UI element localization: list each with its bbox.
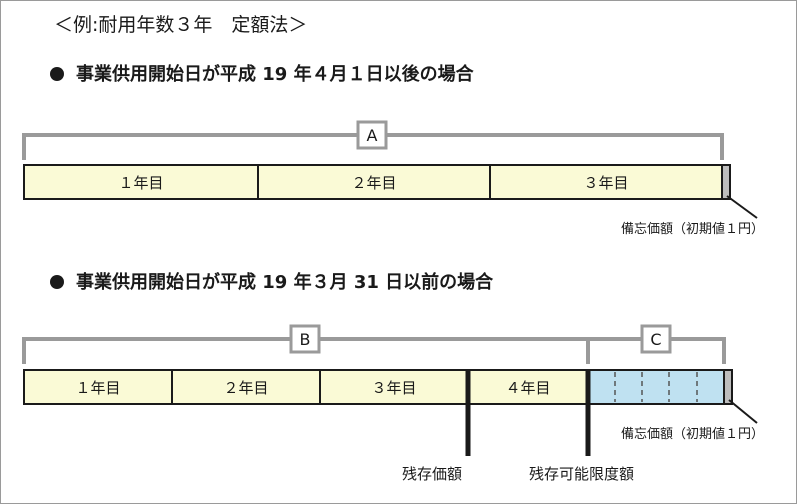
bracket-c-label: C <box>650 330 661 349</box>
memo-value-note-1: 備忘価額（初期値１円） <box>621 222 765 237</box>
year-label: ２年目 <box>223 379 268 397</box>
memo-value-cell <box>721 164 731 200</box>
residual-value-label: 残存価額 <box>402 465 463 483</box>
year-cell <box>467 369 589 405</box>
section2-heading: 事業供用開始日が平成 19 年３月 31 日以前の場合 <box>50 268 493 294</box>
bracket-c: C <box>586 324 726 364</box>
bracket-a-label-box <box>356 120 388 150</box>
bracket-b-label: B <box>300 330 311 349</box>
bracket-b-label-box <box>289 324 321 354</box>
extension-cell <box>587 369 725 405</box>
year-bar-1: １年目 ２年目 ３年目 <box>23 164 758 219</box>
memo-value-note-2: 備忘価額（初期値１円） <box>621 427 765 442</box>
section1-heading-text: 事業供用開始日が平成 19 年４月１日以後の場合 <box>76 64 474 85</box>
depreciable-limit-label: 残存可能限度額 <box>529 465 635 483</box>
year-cell <box>23 369 173 405</box>
year-bar-2: １年目 ２年目 ３年目 ４年目 <box>23 369 758 424</box>
year-label: ３年目 <box>583 174 628 192</box>
memo-value-cell <box>723 369 733 405</box>
memo-pointer-line <box>726 195 758 219</box>
bullet-icon <box>50 275 64 289</box>
bullet-icon <box>50 67 64 81</box>
diagram-title: ＜例:耐用年数３年 定額法＞ <box>54 14 308 36</box>
bracket-b: B <box>22 324 590 364</box>
year-cell <box>319 369 469 405</box>
memo-pointer-line <box>728 399 758 424</box>
year-label: １年目 <box>75 379 120 397</box>
bracket-c-label-box <box>640 324 672 354</box>
extension-dash-lines <box>614 372 698 402</box>
bracket-a-label: A <box>367 126 378 145</box>
year-label: １年目 <box>118 174 163 192</box>
section1-heading: 事業供用開始日が平成 19 年４月１日以後の場合 <box>50 60 474 86</box>
bracket-a: A <box>22 120 724 160</box>
year-label: ４年目 <box>505 379 550 397</box>
year-label: ３年目 <box>371 379 416 397</box>
section2-heading-text: 事業供用開始日が平成 19 年３月 31 日以前の場合 <box>76 272 494 293</box>
year-label: ２年目 <box>351 174 396 192</box>
